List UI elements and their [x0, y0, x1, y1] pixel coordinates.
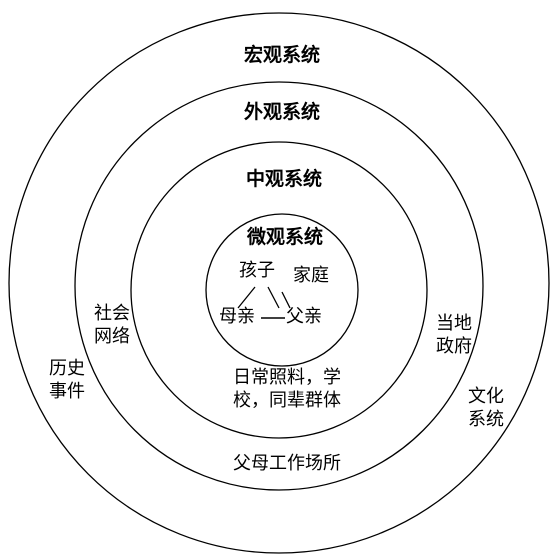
macro-ring [8, 12, 550, 554]
social-network-line2: 网络 [94, 326, 130, 348]
macro-system-title: 宏观系统 [243, 44, 321, 66]
local-government-line2: 政府 [436, 336, 472, 358]
exo-item-social-network: 社会 网络 [94, 302, 130, 349]
culture-system-line1: 文化 [468, 386, 504, 407]
daily-care-line1: 日常照料，学 [233, 367, 341, 388]
social-network-line1: 社会 [94, 303, 130, 324]
history-events-line2: 事件 [49, 381, 85, 403]
exo-item-local-government: 当地 政府 [436, 312, 472, 359]
child-father-link [267, 286, 280, 309]
macro-item-culture-system: 文化 系统 [468, 385, 504, 432]
meso-ring [130, 141, 428, 439]
exo-ring [74, 81, 484, 491]
micro-ring [205, 213, 359, 367]
macro-item-history-events: 历史 事件 [49, 357, 85, 404]
micro-family: 家庭 [293, 265, 329, 286]
micro-system-title: 微观系统 [246, 226, 324, 248]
micro-child: 孩子 [239, 260, 275, 281]
history-events-line1: 历史 [49, 358, 85, 379]
daily-care-line2: 校，同辈群体 [233, 390, 341, 412]
child-mother-link [237, 286, 256, 309]
micro-father: 父亲 [286, 306, 322, 327]
exo-bottom-parents-workplace: 父母工作场所 [233, 453, 341, 474]
meso-bottom-daily-care: 日常照料，学 校，同辈群体 [233, 366, 341, 413]
exo-system-title: 外观系统 [243, 101, 321, 123]
family-father-link [281, 291, 291, 309]
micro-mother: 母亲 [219, 306, 255, 327]
culture-system-line2: 系统 [468, 409, 504, 431]
meso-system-title: 中观系统 [245, 168, 323, 190]
local-government-line1: 当地 [436, 313, 472, 334]
